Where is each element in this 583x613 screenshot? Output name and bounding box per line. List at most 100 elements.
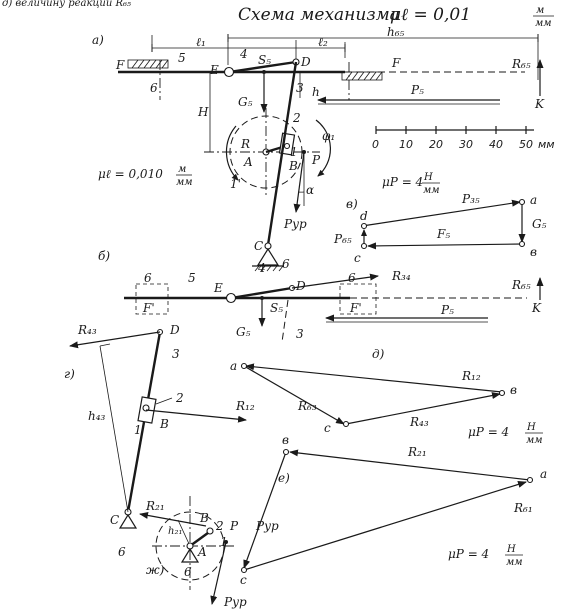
d-a: a <box>230 359 237 373</box>
dim-h65: h₆₅ <box>387 25 405 39</box>
e-c: c <box>240 573 247 587</box>
zh-num-6: 6 <box>184 565 192 579</box>
g-C: C <box>110 513 119 527</box>
ruler-tick-0: 0 <box>372 138 379 151</box>
g-B: B <box>159 417 169 431</box>
v-mu-p-unit-num: Н <box>423 172 433 183</box>
e-R21: R₂₁ <box>407 445 427 459</box>
panel-a-letter: а) <box>92 33 104 47</box>
b-R34: R₃₄ <box>391 269 411 283</box>
a-phi1: φ₁ <box>322 129 335 143</box>
g-num-3: 3 <box>172 347 180 361</box>
b-num-3: 3 <box>296 327 304 341</box>
a-G5: G₅ <box>238 95 253 109</box>
panel-v-force-polygon: μP = 4 Н мм в) a P₃₅ d G₅ P₆₅ F₅ c в <box>333 172 547 265</box>
panel-a-mechanism: а) h₆₅ ℓ₁ ℓ₂ F F 5 6 4 E D S₅ <box>92 25 555 272</box>
dim-l1: ℓ₁ <box>196 35 206 49</box>
a-R: R <box>240 137 250 151</box>
e-a: a <box>540 467 547 481</box>
length-scale-unit-num: м <box>536 5 544 16</box>
b-E: E <box>213 281 223 295</box>
v-b: в <box>530 245 537 259</box>
a-h: h <box>312 85 320 99</box>
e-letter: е) <box>278 471 290 485</box>
d-R12: R₁₂ <box>461 369 481 383</box>
a-mu-l-unit-num: м <box>178 164 186 175</box>
e-mu-p-unit-den: мм <box>506 557 523 568</box>
ruler-tick-40: 40 <box>489 138 503 151</box>
b-K: K <box>531 301 542 315</box>
v-mu-p: μP = 4 <box>382 175 423 189</box>
g-R12: R₁₂ <box>235 399 255 413</box>
a-D: D <box>300 55 311 69</box>
guide-left <box>127 59 169 69</box>
a-num-5: 5 <box>178 51 186 65</box>
length-scale-unit-den: мм <box>535 18 552 29</box>
a-F-right: F <box>391 56 401 70</box>
a-E: E <box>209 63 219 77</box>
ruler-tick-30: 30 <box>459 138 473 151</box>
panel-d-force-triangle: д) a R₁₂ в R₆₃ c R₄₃ μP = 4 Н мм <box>230 347 543 446</box>
header: д) величину реакции R₆₅ Схема механизма … <box>2 0 554 29</box>
a-alpha: α <box>306 183 314 197</box>
b-num-4: 4 <box>257 261 266 275</box>
b-F-left: F' <box>142 301 155 315</box>
g-D: D <box>169 323 180 337</box>
b-num-5: 5 <box>188 271 196 285</box>
a-P: P <box>311 153 321 167</box>
a-mu-l-unit-den: мм <box>176 177 193 188</box>
ruler-tick-10: 10 <box>399 138 413 151</box>
a-P5: P₅ <box>410 83 424 97</box>
b-guide-right <box>339 283 377 315</box>
panel-g-rocker-group: г) D 3 R₄₃ h₄₃ 2 B 1 R₁₂ C 6 <box>64 323 255 559</box>
g-num-6: 6 <box>118 545 126 559</box>
a-num-4: 4 <box>239 47 248 61</box>
v-P35: P₃₅ <box>461 192 480 206</box>
diagram-title: Схема механизма <box>238 5 400 25</box>
d-c: c <box>324 421 331 435</box>
ruler-tick-50: 50 <box>519 138 533 151</box>
v-letter: в) <box>346 197 358 211</box>
d-mu-p: μP = 4 <box>468 425 509 439</box>
zh-P: P <box>229 519 239 533</box>
b-G5: G₅ <box>236 325 251 339</box>
d-R43: R₄₃ <box>409 415 429 429</box>
g-h43: h₄₃ <box>88 409 106 423</box>
guide-right <box>341 71 383 81</box>
zh-B: B <box>199 511 209 525</box>
g-num-1: 1 <box>134 423 142 437</box>
e-Pur: Pур <box>255 519 279 533</box>
d-mu-p-unit-num: Н <box>526 422 536 433</box>
v-a: a <box>530 193 537 207</box>
zh-R21: R₂₁ <box>145 499 165 513</box>
b-F-right: F' <box>349 301 362 315</box>
v-c: c <box>354 251 361 265</box>
a-mu-l: μℓ = 0,010 <box>98 167 163 181</box>
a-K: K <box>534 97 545 111</box>
a-S5: S₅ <box>258 53 271 67</box>
a-num-3: 3 <box>296 81 304 95</box>
a-num-6: 6 <box>150 81 158 95</box>
a-one-prime: 1' <box>230 177 241 191</box>
b-P5: P₅ <box>440 303 454 317</box>
e-R61: R₆₁ <box>513 501 533 515</box>
ruler-unit: мм <box>538 138 555 151</box>
e-mu-p-unit-num: Н <box>506 544 516 555</box>
zh-A: A <box>197 545 207 559</box>
e-b: в <box>282 433 289 447</box>
a-num-2: 2 <box>292 111 301 125</box>
a-Pur: Pур <box>283 217 307 231</box>
zh-letter: ж) <box>146 563 165 577</box>
ruler-tick-20: 20 <box>429 138 443 151</box>
v-mu-p-unit-den: мм <box>423 185 440 196</box>
zh-num-2: 2 <box>215 519 224 533</box>
b-num-6-left: 6 <box>144 271 152 285</box>
panel-e-force-triangle: е) в R₂₁ a R₆₁ Pур c μP = 4 Н мм <box>240 433 547 587</box>
partial-top-text: д) величину реакции R₆₅ <box>2 0 131 9</box>
a-F-left: F <box>115 58 125 72</box>
b-letter: б) <box>98 249 110 263</box>
dim-l2: ℓ₂ <box>318 35 328 49</box>
d-letter: д) <box>372 347 385 361</box>
panel-b-slider-group: б) 6 F' 6 F' 5 4 E D R₃₄ G₅ S₅ 3 P₅ R₆₅ … <box>98 249 544 343</box>
